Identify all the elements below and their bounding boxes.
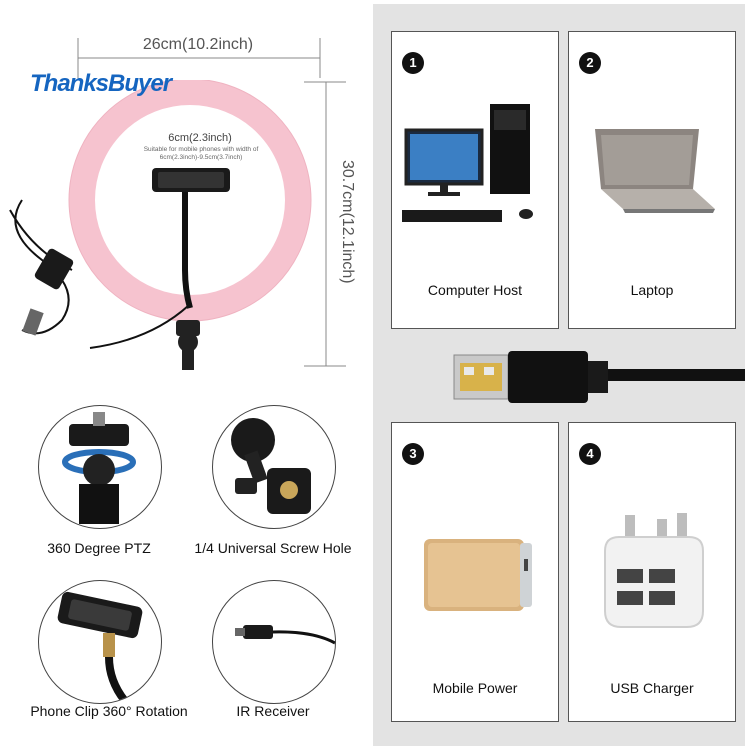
power-source-label: Computer Host — [427, 282, 523, 298]
power-source-card-mobile-power: 3 Mobile Power — [391, 422, 559, 722]
ring-light-illustration — [68, 80, 312, 370]
step-badge: 1 — [402, 52, 424, 74]
power-source-label: Mobile Power — [432, 680, 518, 696]
desktop-computer-icon — [402, 104, 533, 222]
power-source-card-laptop: 2 Laptop — [568, 31, 736, 329]
step-badge: 2 — [579, 52, 601, 74]
feature-ir-receiver-circle — [212, 580, 336, 704]
phone-clip-icon — [57, 591, 143, 703]
power-source-card-usb-charger: 4 USB Charger — [568, 422, 736, 722]
clip-size-label: 6cm(2.3inch) — [168, 132, 232, 144]
ball-head-icon — [62, 412, 136, 524]
usb-remote-cable-icon — [9, 199, 74, 336]
feature-label-ptz: 360 Degree PTZ — [47, 540, 151, 556]
screw-mount-icon — [231, 418, 311, 514]
width-dimension-label: 26cm(10.2inch) — [142, 36, 254, 53]
clip-compat-note: Suitable for mobile phones with width of… — [143, 146, 259, 161]
feature-label-ir: IR Receiver — [236, 703, 310, 719]
feature-screw-hole-circle — [212, 405, 336, 529]
power-source-label: Laptop — [630, 282, 674, 298]
laptop-icon — [595, 129, 715, 213]
power-source-label: USB Charger — [610, 680, 694, 696]
height-dimension-line — [304, 81, 346, 367]
power-bank-icon — [424, 539, 532, 611]
power-source-card-computer: 1 Computer Host — [391, 31, 559, 329]
feature-ball-head-circle — [38, 405, 162, 529]
width-dimension-line — [77, 38, 321, 78]
feature-phone-clip-circle — [38, 580, 162, 704]
brand-logo: ThanksBuyer — [30, 70, 172, 97]
feature-label-screw: 1/4 Universal Screw Hole — [194, 540, 352, 556]
usb-cable-icon — [453, 351, 745, 403]
step-badge: 4 — [579, 443, 601, 465]
ir-receiver-icon — [235, 625, 335, 645]
feature-label-clip: Phone Clip 360° Rotation — [30, 703, 188, 719]
height-dimension-label: 30.7cm(12.1inch) — [339, 160, 356, 284]
usb-charger-icon — [604, 513, 704, 628]
step-badge: 3 — [402, 443, 424, 465]
